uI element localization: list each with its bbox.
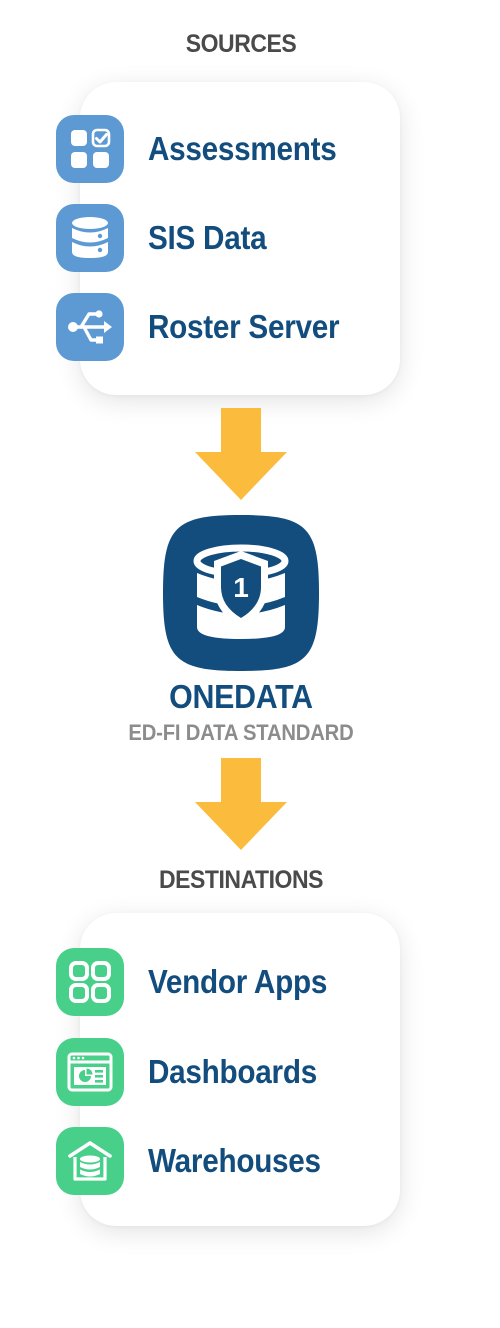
warehouse-icon — [56, 1127, 124, 1195]
database-shield-icon — [163, 515, 319, 671]
hub-title: ONEDATA — [169, 678, 313, 715]
down-arrow-icon — [195, 758, 287, 850]
down-arrow-icon — [195, 408, 287, 500]
destination-item-vendor-apps: Vendor Apps — [56, 948, 347, 1016]
destinations-card — [80, 913, 400, 1226]
sources-heading: SOURCES — [185, 30, 297, 58]
destination-label: Vendor Apps — [148, 963, 328, 1000]
database-icon — [56, 204, 124, 272]
destination-label: Warehouses — [148, 1142, 321, 1179]
source-item-assessments: Assessments — [56, 115, 358, 183]
destinations-heading: DESTINATIONS — [158, 866, 323, 894]
source-label: Assessments — [148, 130, 337, 167]
hub-subtitle: ED-FI DATA STANDARD — [128, 720, 354, 745]
dashboard-icon — [56, 1038, 124, 1106]
source-label: SIS Data — [148, 219, 267, 256]
sources-card — [80, 82, 400, 395]
apps-grid-icon — [56, 948, 124, 1016]
destination-item-dashboards: Dashboards — [56, 1038, 336, 1106]
grid-check-icon — [56, 115, 124, 183]
source-item-sis-data: SIS Data — [56, 204, 280, 272]
hub-badge: 1 — [233, 572, 249, 603]
usb-network-icon — [56, 293, 124, 361]
destination-label: Dashboards — [148, 1053, 317, 1090]
source-label: Roster Server — [148, 308, 340, 345]
destination-item-warehouses: Warehouses — [56, 1127, 340, 1195]
source-item-roster-server: Roster Server — [56, 293, 361, 361]
